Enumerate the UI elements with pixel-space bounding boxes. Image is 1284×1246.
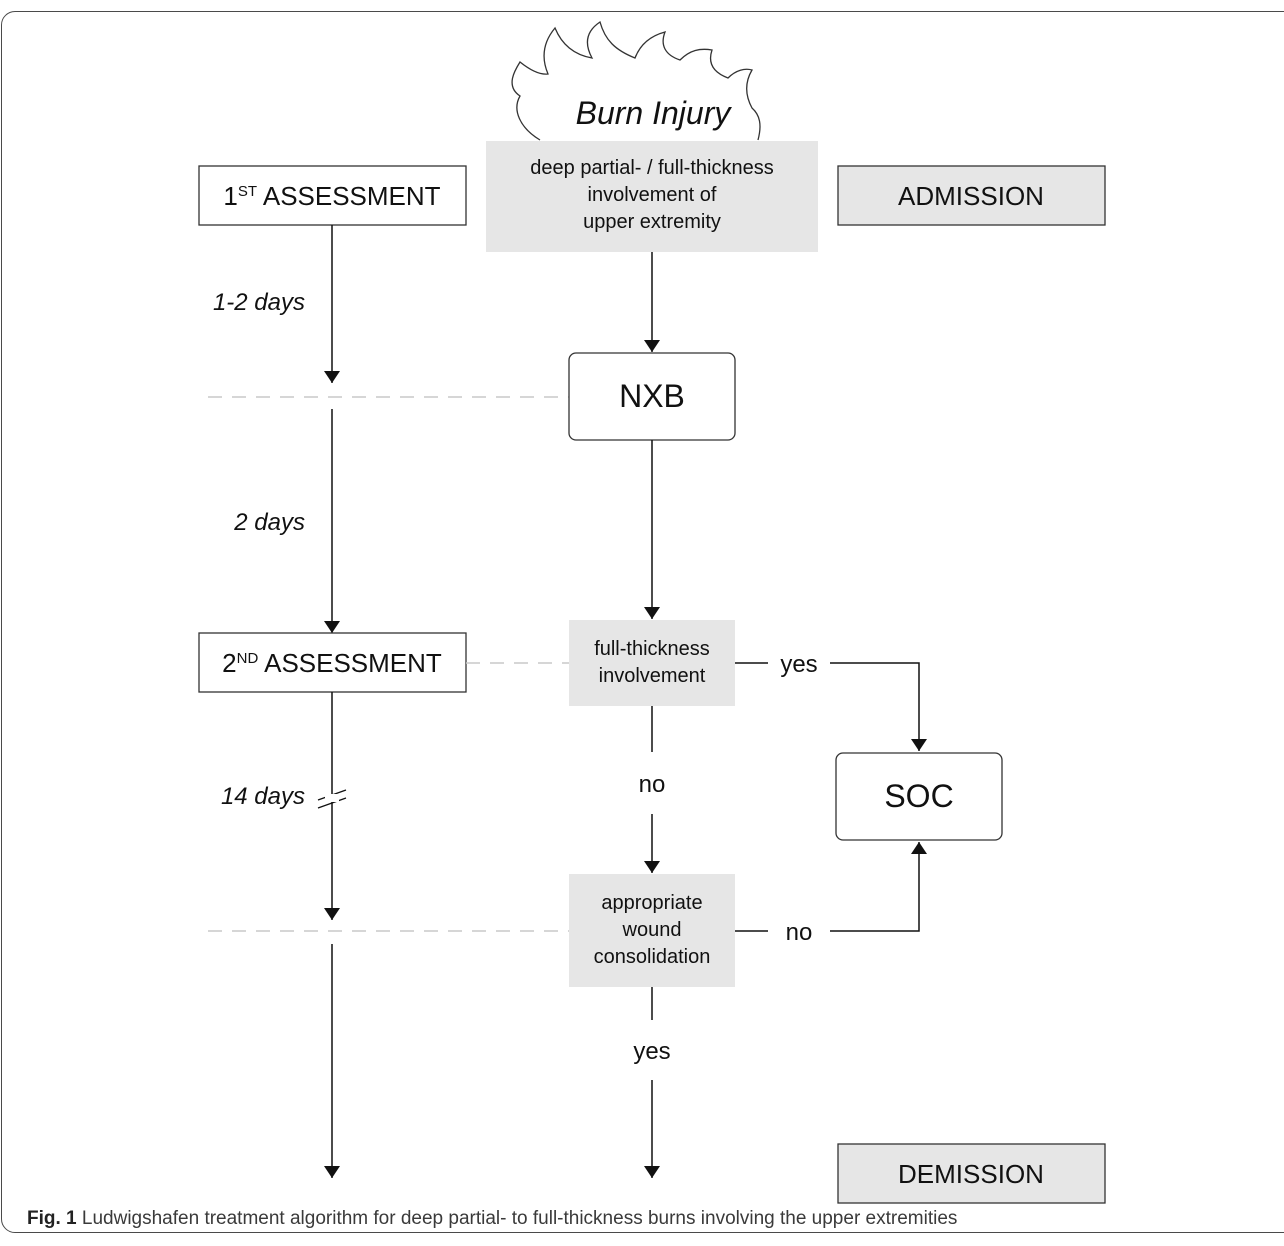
wound-line-1: appropriate — [601, 892, 702, 914]
injury-box-line-3: upper extremity — [583, 211, 721, 233]
break-mark-2 — [317, 797, 347, 809]
caption-label: Fig. 1 — [27, 1208, 77, 1229]
days-label-2: 2 days — [233, 509, 305, 536]
soc-label: SOC — [884, 778, 953, 814]
wound-line-2: wound — [622, 919, 682, 941]
full-thickness-line-2: involvement — [599, 665, 706, 687]
wound-box — [569, 874, 735, 987]
no-label-2: no — [786, 919, 813, 946]
caption-text: Ludwigshafen treatment algorithm for dee… — [76, 1208, 958, 1229]
injury-box-line-2: involvement of — [588, 184, 717, 206]
admission-label: ADMISSION — [898, 181, 1044, 211]
nxb-label: NXB — [619, 378, 685, 414]
injury-box — [486, 141, 818, 252]
admission-box — [837, 165, 1106, 226]
second-assessment-label: 2ND ASSESSMENT — [222, 648, 442, 678]
break-gap — [325, 794, 339, 802]
no-label-1: no — [639, 771, 666, 798]
burn-injury-title: Burn Injury — [576, 95, 733, 131]
wound-line-3: consolidation — [594, 946, 711, 968]
arrow-yes-to-soc — [830, 662, 927, 751]
demission-label: DEMISSION — [898, 1159, 1044, 1189]
figure-caption: Fig. 1 Ludwigshafen treatment algorithm … — [27, 1208, 957, 1230]
full-thickness-line-1: full-thickness — [594, 638, 710, 660]
demission-box — [837, 1143, 1106, 1204]
full-thickness-box — [569, 620, 735, 706]
injury-box-line-1: deep partial- / full-thickness — [530, 157, 773, 179]
burn-flame-shape — [511, 20, 761, 141]
first-assessment-box — [198, 165, 467, 226]
first-assessment-label: 1ST ASSESSMENT — [223, 181, 440, 211]
figure-frame — [1, 11, 1284, 1233]
soc-box — [835, 752, 1003, 841]
days-label-1: 1-2 days — [213, 289, 305, 316]
yes-label-1: yes — [780, 651, 817, 678]
arrow-no-to-soc — [830, 842, 927, 932]
yes-label-2: yes — [633, 1038, 670, 1065]
days-label-3: 14 days — [221, 783, 305, 810]
